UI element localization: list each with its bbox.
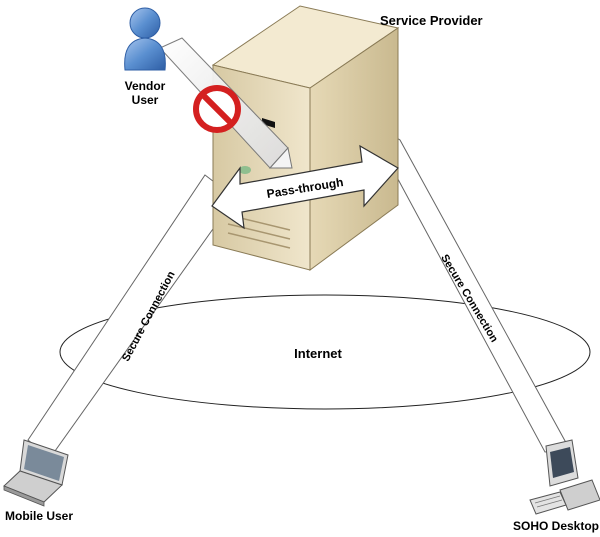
secure-connection-left — [27, 174, 236, 459]
pass-through-arrow — [211, 144, 399, 230]
mobile-user-label: Mobile User — [5, 509, 73, 523]
internet-cloud — [59, 294, 591, 410]
vendor-user-label-line1: Vendor — [125, 79, 166, 93]
laptop-icon — [3, 439, 69, 507]
blocked-sign-icon — [193, 85, 241, 133]
vendor-user-label-line2: User — [132, 93, 159, 107]
soho-desktop-label: SOHO Desktop — [513, 519, 599, 533]
internet-label: Internet — [294, 346, 342, 361]
desktop-computer-icon — [529, 439, 600, 515]
user-icon — [124, 7, 166, 71]
server-icon — [211, 5, 400, 271]
service-provider-label: Service Provider — [380, 13, 483, 28]
